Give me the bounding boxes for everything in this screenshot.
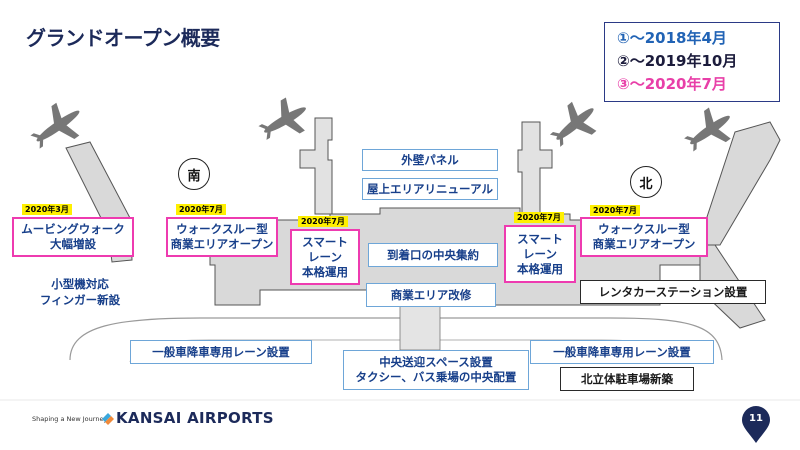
legend-phase-3: ③～2020年7月	[617, 75, 727, 93]
walkthrough-north-box: ウォークスルー型 商業エリアオープン	[580, 217, 708, 257]
smart-lane-south-date: 2020年7月	[298, 216, 348, 227]
airplane-icon-north	[684, 107, 731, 152]
north-marker: 北	[630, 166, 662, 198]
north-parking-label: 北立体駐車場新築	[560, 367, 694, 391]
airplane-icon-center-south	[258, 97, 306, 140]
airplane-icon-center-north	[549, 101, 597, 147]
smart-lane-south-line2: レーン	[308, 249, 342, 264]
smart-lane-north-box: スマート レーン 本格運用	[504, 225, 576, 283]
smart-lane-south-line3: 本格運用	[302, 264, 348, 279]
smart-lane-north-line1: スマート	[517, 231, 563, 246]
moving-walkway-line2: 大幅増設	[50, 237, 96, 251]
south-marker: 南	[178, 158, 210, 190]
small-aircraft-line1: 小型機対応	[51, 277, 109, 291]
central-pickup-line1: 中央送迎スペース設置	[379, 355, 493, 369]
south-gate-pier	[299, 117, 333, 215]
walkthrough-north-line1: ウォークスルー型	[598, 222, 690, 236]
page-number: 11	[749, 413, 763, 424]
small-aircraft-label: 小型機対応 フィンガー新設	[20, 276, 140, 308]
moving-walkway-line1: ムービングウォーク	[21, 222, 125, 236]
general-lane-south-label: 一般車降車専用レーン設置	[130, 340, 312, 364]
north-gate-pier	[517, 121, 553, 215]
walkthrough-south-box: ウォークスルー型 商業エリアオープン	[166, 217, 278, 257]
smart-lane-south-box: スマート レーン 本格運用	[290, 229, 360, 285]
central-pickup-label: 中央送迎スペース設置 タクシー、バス乗場の中央配置	[343, 350, 529, 390]
legend-phase-1: ①～2018年4月	[617, 29, 727, 47]
smart-lane-north-line3: 本格運用	[517, 261, 563, 276]
small-aircraft-line2: フィンガー新設	[39, 293, 121, 307]
walkthrough-south-line1: ウォークスルー型	[176, 222, 268, 236]
walkthrough-south-line2: 商業エリアオープン	[170, 237, 274, 251]
central-pickup-line2: タクシー、バス乗場の中央配置	[355, 370, 517, 384]
page-title: グランドオープン概要	[26, 26, 220, 50]
legend-phase-2: ②～2019年10月	[617, 52, 738, 70]
moving-walkway-box: ムービングウォーク 大幅増設	[12, 217, 134, 257]
footer-tagline: Shaping a New Journey	[32, 415, 108, 423]
rental-car-label: レンタカーステーション設置	[580, 280, 766, 304]
walkthrough-south-date: 2020年7月	[176, 204, 226, 215]
kansai-airports-logo: KANSAI AIRPORTS	[116, 409, 274, 427]
smart-lane-south-line1: スマート	[302, 234, 348, 249]
map-pin-icon	[742, 406, 770, 443]
smart-lane-north-date: 2020年7月	[514, 212, 564, 223]
kansai-logo-icon	[102, 413, 114, 425]
smart-lane-north-line2: レーン	[523, 246, 557, 261]
arrival-center-label: 到着口の中央集約	[368, 243, 498, 267]
page-number-badge: 11	[739, 406, 773, 444]
general-lane-north-label: 一般車降車専用レーン設置	[530, 340, 714, 364]
north-finger-pier	[704, 121, 781, 246]
rooftop-label: 屋上エリアリニューアル	[362, 178, 498, 200]
phase-legend: ①～2018年4月 ②～2019年10月 ③～2020年7月	[604, 22, 780, 102]
walkthrough-north-date: 2020年7月	[590, 205, 640, 216]
moving-walkway-date: 2020年3月	[22, 204, 72, 215]
commercial-renovation-label: 商業エリア改修	[366, 283, 496, 307]
walkthrough-north-line2: 商業エリアオープン	[592, 237, 696, 251]
airplane-icon-south	[30, 102, 80, 149]
exterior-panel-label: 外壁パネル	[362, 149, 498, 171]
